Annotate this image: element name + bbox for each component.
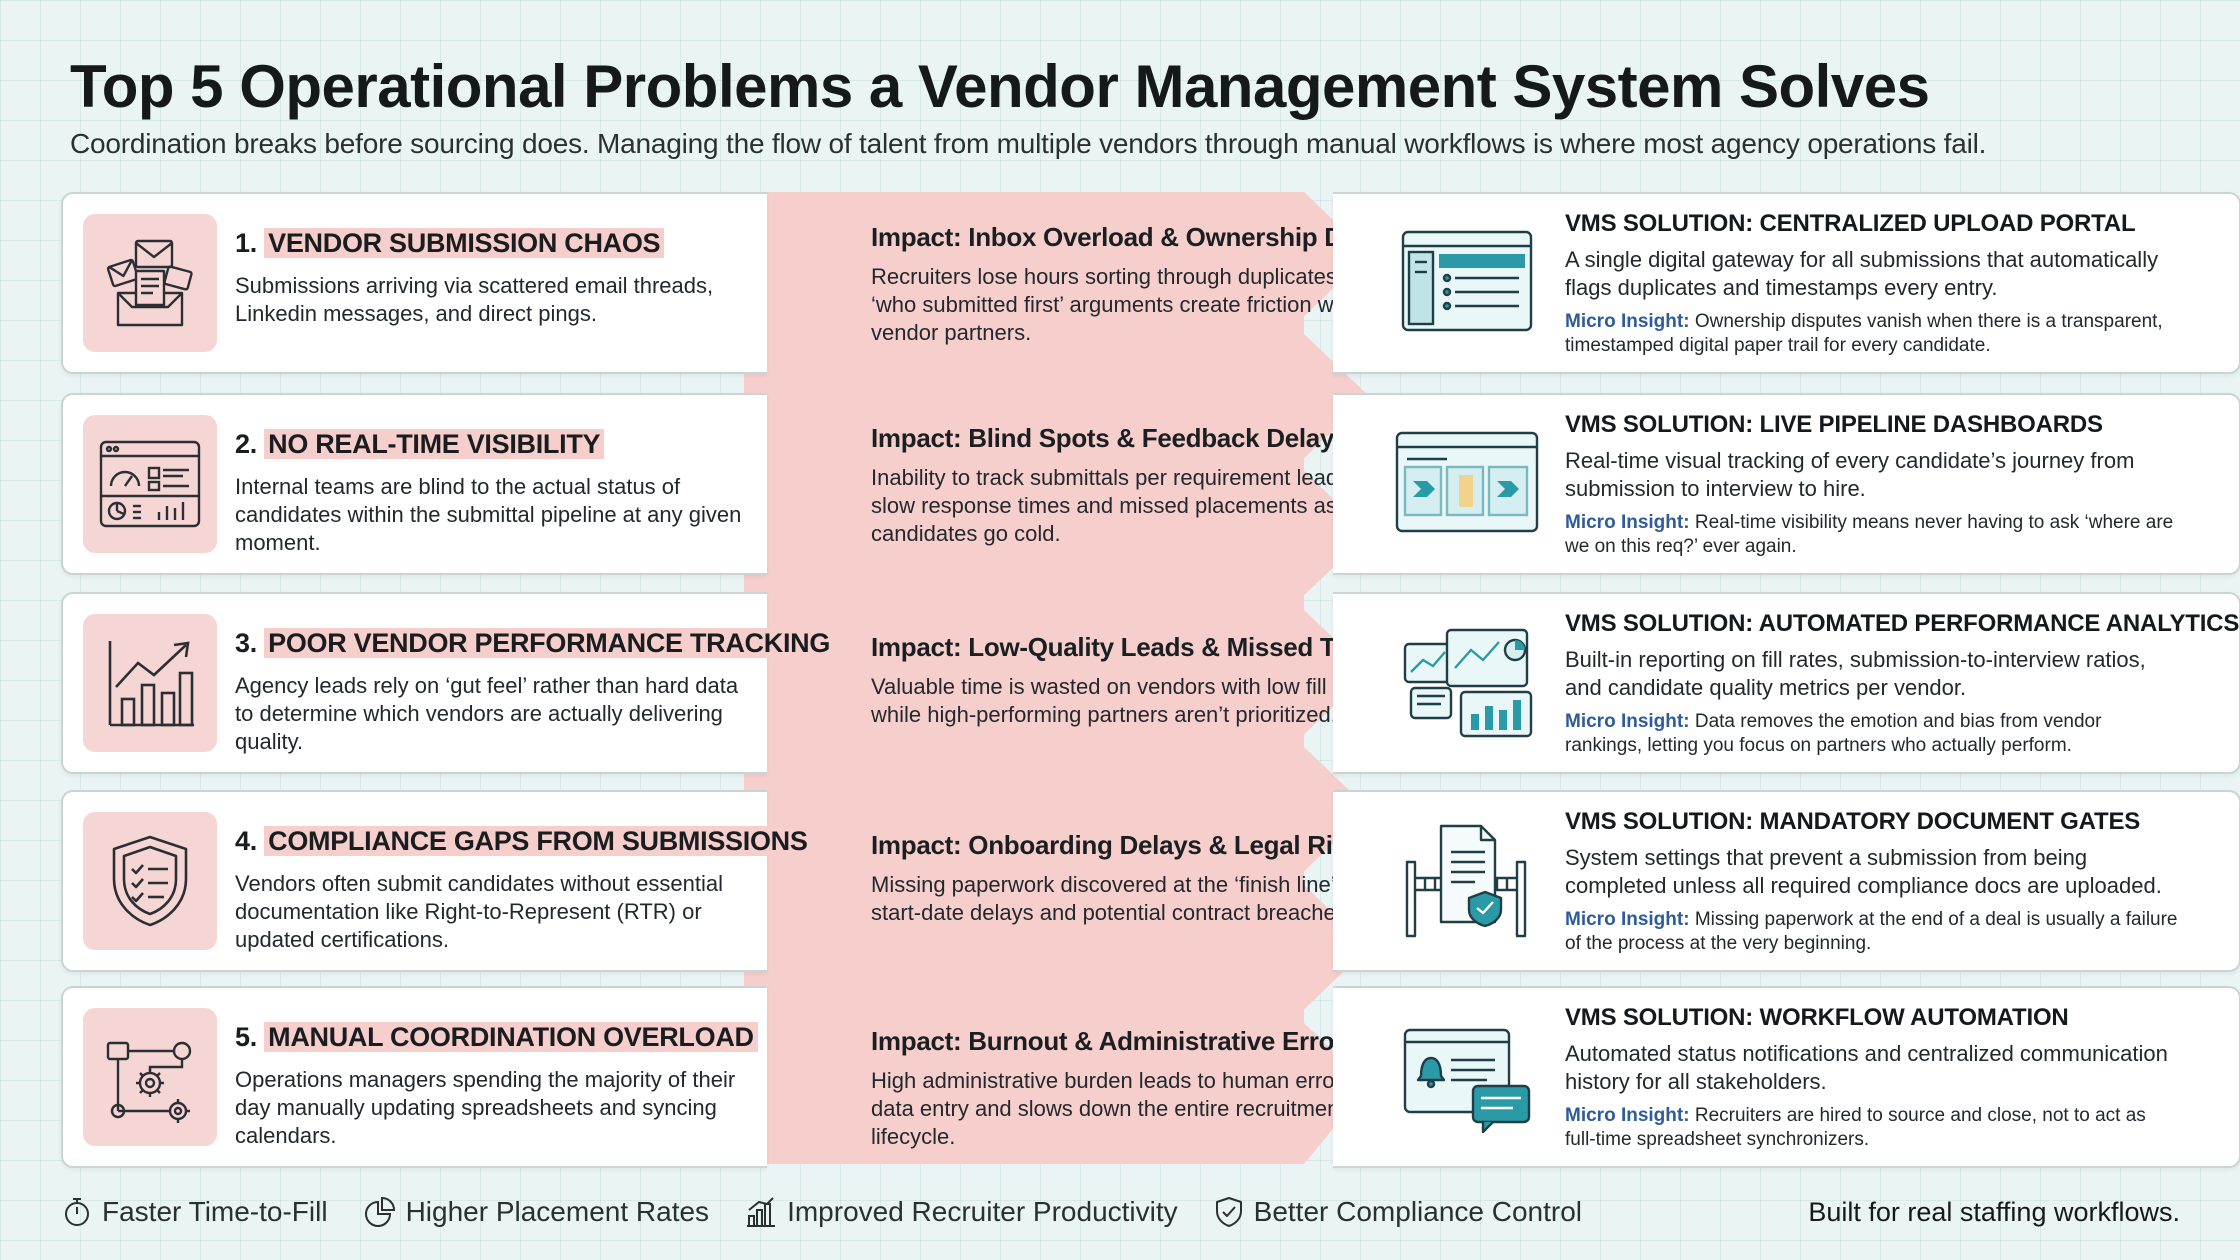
impact-title: Impact: Blind Spots & Feedback Delays [871, 423, 1349, 453]
impact-block: Impact: Low-Quality Leads & Missed Targe… [871, 632, 1411, 729]
problem-row-4: 4. COMPLIANCE GAPS FROM SUBMISSIONS Vend… [61, 790, 2240, 972]
micro-insight: Micro Insight: Real-time visibility mean… [1565, 512, 2174, 557]
impact-title: Impact: Low-Quality Leads & Missed Targe… [871, 632, 1410, 662]
bar-chart-icon [747, 1197, 776, 1227]
solution-title: VMS SOLUTION: MANDATORY DOCUMENT GATES [1565, 808, 2141, 835]
workflow-gears-icon [83, 1008, 217, 1146]
micro-insight: Micro Insight: Ownership disputes vanish… [1565, 311, 2163, 356]
solution-title: VMS SOLUTION: CENTRALIZED UPLOAD PORTAL [1565, 210, 2136, 237]
problem-row-2: 2. NO REAL-TIME VISIBILITY Internal team… [61, 393, 2240, 575]
problem-card: 5. MANUAL COORDINATION OVERLOAD Operatio… [61, 986, 767, 1168]
problem-description: Vendors often submit candidates without … [235, 871, 723, 952]
solution-block: VMS SOLUTION: WORKFLOW AUTOMATION Automa… [1565, 1004, 2181, 1152]
solution-title: VMS SOLUTION: AUTOMATED PERFORMANCE ANAL… [1565, 610, 2240, 637]
solution-title: VMS SOLUTION: WORKFLOW AUTOMATION [1565, 1004, 2069, 1031]
solution-description: A single digital gateway for all submiss… [1565, 247, 2159, 300]
solution-block: VMS SOLUTION: CENTRALIZED UPLOAD PORTAL … [1565, 210, 2181, 358]
problem-row-3: 3. POOR VENDOR PERFORMANCE TRACKING Agen… [61, 592, 2240, 774]
stopwatch-icon [65, 1198, 89, 1226]
micro-insight: Micro Insight: Data removes the emotion … [1565, 711, 2102, 756]
solution-block: VMS SOLUTION: LIVE PIPELINE DASHBOARDS R… [1565, 411, 2181, 559]
footer-tagline: Built for real staffing workflows. [1808, 1196, 2180, 1227]
analytics-charts-icon [1391, 616, 1541, 748]
problem-title: 5. MANUAL COORDINATION OVERLOAD [235, 1022, 758, 1053]
chat-notification-icon [1391, 1010, 1541, 1142]
envelopes-inbox-icon [83, 214, 217, 352]
problem-description: Internal teams are blind to the actual s… [235, 474, 742, 555]
dashboard-gauges-icon [83, 415, 217, 553]
problem-title: 4. COMPLIANCE GAPS FROM SUBMISSIONS [235, 826, 812, 857]
micro-insight: Micro Insight: Missing paperwork at the … [1565, 909, 2178, 954]
page-title: Top 5 Operational Problems a Vendor Mana… [70, 53, 1930, 120]
problem-description: Submissions arriving via scattered email… [235, 273, 714, 326]
document-gate-icon [1391, 814, 1541, 946]
problem-description: Operations managers spending the majorit… [235, 1067, 736, 1148]
impact-description: Recruiters lose hours sorting through du… [871, 264, 1400, 345]
impact-block: Impact: Inbox Overload & Ownership Dispu… [871, 222, 1432, 347]
solution-description: Built-in reporting on fill rates, submis… [1565, 647, 2146, 700]
problem-title: 2. NO REAL-TIME VISIBILITY [235, 429, 605, 460]
bar-chart-growth-icon [83, 614, 217, 752]
impact-description: Missing paperwork discovered at the ‘fin… [871, 872, 1411, 925]
shield-checklist-icon [83, 812, 217, 950]
solution-description: System settings that prevent a submissio… [1565, 845, 2162, 898]
impact-description: Inability to track submittals per requir… [871, 465, 1374, 546]
pipeline-dashboard-icon [1391, 417, 1541, 549]
impact-ribbon [744, 192, 1369, 1164]
solution-title: VMS SOLUTION: LIVE PIPELINE DASHBOARDS [1565, 411, 2103, 438]
impact-title: Impact: Burnout & Administrative Errors [871, 1026, 1359, 1056]
solution-block: VMS SOLUTION: MANDATORY DOCUMENT GATES S… [1565, 808, 2181, 956]
benefit-item: Better Compliance Control [1214, 1196, 1582, 1228]
impact-title: Impact: Onboarding Delays & Legal Risk [871, 830, 1361, 860]
problem-card: 4. COMPLIANCE GAPS FROM SUBMISSIONS Vend… [61, 790, 812, 972]
problem-row-1: 1. VENDOR SUBMISSION CHAOS Submissions a… [61, 192, 2240, 374]
impact-description: High administrative burden leads to huma… [871, 1068, 1366, 1149]
problem-row-5: 5. MANUAL COORDINATION OVERLOAD Operatio… [61, 986, 2240, 1168]
problem-card: 2. NO REAL-TIME VISIBILITY Internal team… [61, 393, 767, 575]
problem-card: 3. POOR VENDOR PERFORMANCE TRACKING Agen… [61, 592, 835, 774]
pie-chart-icon [364, 1196, 395, 1227]
benefit-item: Faster Time-to-Fill [62, 1196, 328, 1228]
upload-portal-screen-icon [1391, 216, 1541, 348]
benefit-item: Higher Placement Rates [364, 1196, 709, 1228]
impact-block: Impact: Burnout & Administrative Errors … [871, 1026, 1411, 1151]
solution-description: Real-time visual tracking of every candi… [1565, 448, 2135, 501]
impact-block: Impact: Onboarding Delays & Legal Risk M… [871, 830, 1411, 927]
benefit-item: Improved Recruiter Productivity [745, 1196, 1178, 1228]
solution-block: VMS SOLUTION: AUTOMATED PERFORMANCE ANAL… [1565, 610, 2240, 758]
problem-description: Agency leads rely on ‘gut feel’ rather t… [235, 673, 739, 754]
problem-card: 1. VENDOR SUBMISSION CHAOS Submissions a… [61, 192, 767, 374]
solution-description: Automated status notifications and centr… [1565, 1041, 2168, 1094]
impact-description: Valuable time is wasted on vendors with … [871, 674, 1388, 727]
impact-title: Impact: Inbox Overload & Ownership Dispu… [871, 222, 1432, 252]
problem-title: 1. VENDOR SUBMISSION CHAOS [235, 228, 665, 259]
footer-bar: Faster Time-to-Fill Higher Placement Rat… [62, 1190, 2180, 1234]
problem-title: 3. POOR VENDOR PERFORMANCE TRACKING [235, 628, 835, 659]
micro-insight: Micro Insight: Recruiters are hired to s… [1565, 1105, 2146, 1150]
page-subtitle: Coordination breaks before sourcing does… [70, 128, 1987, 159]
impact-block: Impact: Blind Spots & Feedback Delays In… [871, 423, 1411, 548]
shield-check-icon [1215, 1197, 1242, 1227]
